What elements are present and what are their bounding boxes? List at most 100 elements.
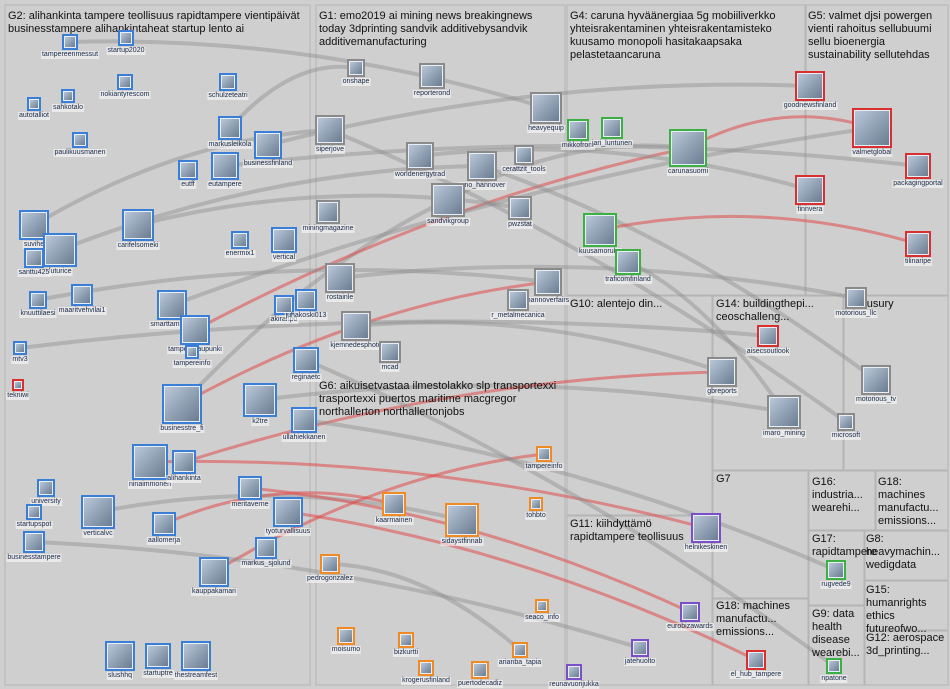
node-caruna[interactable]: [669, 129, 707, 167]
node-mcad[interactable]: [379, 341, 401, 363]
node-meritaverne[interactable]: [238, 476, 262, 500]
node-kuusamo[interactable]: [583, 213, 617, 247]
node-cerattzit[interactable]: [514, 145, 534, 165]
node-valmet[interactable]: [852, 108, 892, 148]
node-tampereenmessut[interactable]: [62, 34, 78, 50]
node-markusleikola[interactable]: [218, 116, 242, 140]
node-emohannover[interactable]: [467, 151, 497, 181]
node-label-university: university: [30, 498, 62, 506]
node-siperjove[interactable]: [315, 115, 345, 145]
node-sahkotalo[interactable]: [61, 89, 75, 103]
node-tampere[interactable]: [536, 446, 552, 462]
node-paulikuusmanen[interactable]: [72, 132, 88, 148]
node-futurice[interactable]: [43, 233, 77, 267]
node-fingerid[interactable]: [795, 175, 825, 205]
node-onshape[interactable]: [347, 59, 365, 77]
node-k2tre[interactable]: [243, 383, 277, 417]
node-arianba[interactable]: [512, 642, 528, 658]
node-reporterond[interactable]: [419, 63, 445, 89]
node-imaro[interactable]: [767, 395, 801, 429]
avatar-image: [318, 118, 342, 142]
node-aallomerja[interactable]: [152, 512, 176, 536]
node-tilinaripe[interactable]: [905, 231, 931, 257]
node-kaarmainen[interactable]: [382, 492, 406, 516]
avatar-image: [298, 292, 314, 308]
node-labstory[interactable]: [757, 325, 779, 347]
node-sidaystfinnab[interactable]: [445, 503, 479, 537]
node-tamperekaupunki[interactable]: [180, 315, 210, 345]
node-seaco[interactable]: [535, 599, 549, 613]
node-rostainle[interactable]: [325, 263, 355, 293]
node-eurobiz[interactable]: [680, 602, 700, 622]
node-strand[interactable]: [861, 365, 891, 395]
node-puertodecadiz[interactable]: [471, 661, 489, 679]
node-verticalvc[interactable]: [81, 495, 115, 529]
node-motorious[interactable]: [845, 287, 867, 309]
node-metalmecanica[interactable]: [507, 289, 529, 311]
node-tampereinfo[interactable]: [185, 345, 199, 359]
node-ninai[interactable]: [132, 444, 168, 480]
node-heavyequip[interactable]: [530, 92, 562, 124]
node-tyo[interactable]: [273, 497, 303, 527]
node-autotalliot[interactable]: [27, 97, 41, 111]
node-mtv3[interactable]: [13, 341, 27, 355]
node-maarit[interactable]: [71, 284, 93, 306]
node-miningmagazine[interactable]: [316, 200, 340, 224]
node-packaging[interactable]: [905, 153, 931, 179]
node-euoffice[interactable]: [211, 152, 239, 180]
node-santtu[interactable]: [24, 248, 44, 268]
node-pwzstat[interactable]: [508, 196, 532, 220]
node-hubtampere[interactable]: [746, 650, 766, 670]
node-bizkurtti[interactable]: [398, 632, 414, 648]
node-enermix[interactable]: [231, 231, 249, 249]
edge-19: [137, 193, 521, 227]
node-reunavuori[interactable]: [566, 664, 582, 680]
node-knuuttila[interactable]: [29, 291, 47, 309]
node-sandvikgroup[interactable]: [431, 183, 465, 217]
avatar-image: [274, 230, 294, 250]
node-kjemnedes[interactable]: [341, 311, 371, 341]
node-thestreamfest[interactable]: [181, 641, 211, 671]
node-krogerusfinland[interactable]: [418, 660, 434, 676]
node-hannoverfairs[interactable]: [534, 268, 562, 296]
node-worldenergy[interactable]: [406, 142, 434, 170]
node-businesstampere2[interactable]: [23, 531, 45, 553]
node-businesstampere[interactable]: [162, 384, 202, 424]
node-slush[interactable]: [105, 641, 135, 671]
node-goodnews[interactable]: [795, 71, 825, 101]
node-carifelsomeki[interactable]: [122, 209, 154, 241]
node-markus[interactable]: [255, 537, 277, 559]
node-eutff[interactable]: [178, 160, 198, 180]
node-rugvede[interactable]: [826, 560, 846, 580]
node-npatone[interactable]: [826, 658, 842, 674]
node-akiranpo[interactable]: [274, 295, 294, 315]
node-startuptre[interactable]: [145, 643, 171, 669]
node-schulzeteatri[interactable]: [219, 73, 237, 91]
node-university[interactable]: [37, 479, 55, 497]
node-kauppakamari[interactable]: [199, 557, 229, 587]
node-microsoft[interactable]: [837, 413, 855, 431]
node-lintunen[interactable]: [601, 117, 623, 139]
node-vertical[interactable]: [271, 227, 297, 253]
node-tohbto[interactable]: [529, 497, 543, 511]
node-startupspot[interactable]: [26, 504, 42, 520]
node-nokianrengas[interactable]: [117, 74, 133, 90]
node-suvihe[interactable]: [19, 210, 49, 240]
edge-20: [69, 39, 547, 110]
node-gbreports[interactable]: [707, 357, 737, 387]
node-reginaetc[interactable]: [293, 347, 319, 373]
node-pedrogonzalez[interactable]: [320, 554, 340, 574]
node-startup2020[interactable]: [118, 30, 134, 46]
node-businessfinland[interactable]: [254, 131, 282, 159]
node-traficom[interactable]: [615, 249, 641, 275]
avatar-image: [829, 563, 843, 577]
node-juhakoski[interactable]: [295, 289, 317, 311]
node-heikki[interactable]: [691, 513, 721, 543]
avatar-image: [770, 398, 798, 426]
node-moisumo[interactable]: [337, 627, 355, 645]
node-ulla[interactable]: [291, 407, 317, 433]
node-alihankinta[interactable]: [172, 450, 196, 474]
node-jatehuolto[interactable]: [631, 639, 649, 657]
node-tekniwi[interactable]: [12, 379, 24, 391]
node-mikko[interactable]: [567, 119, 589, 141]
